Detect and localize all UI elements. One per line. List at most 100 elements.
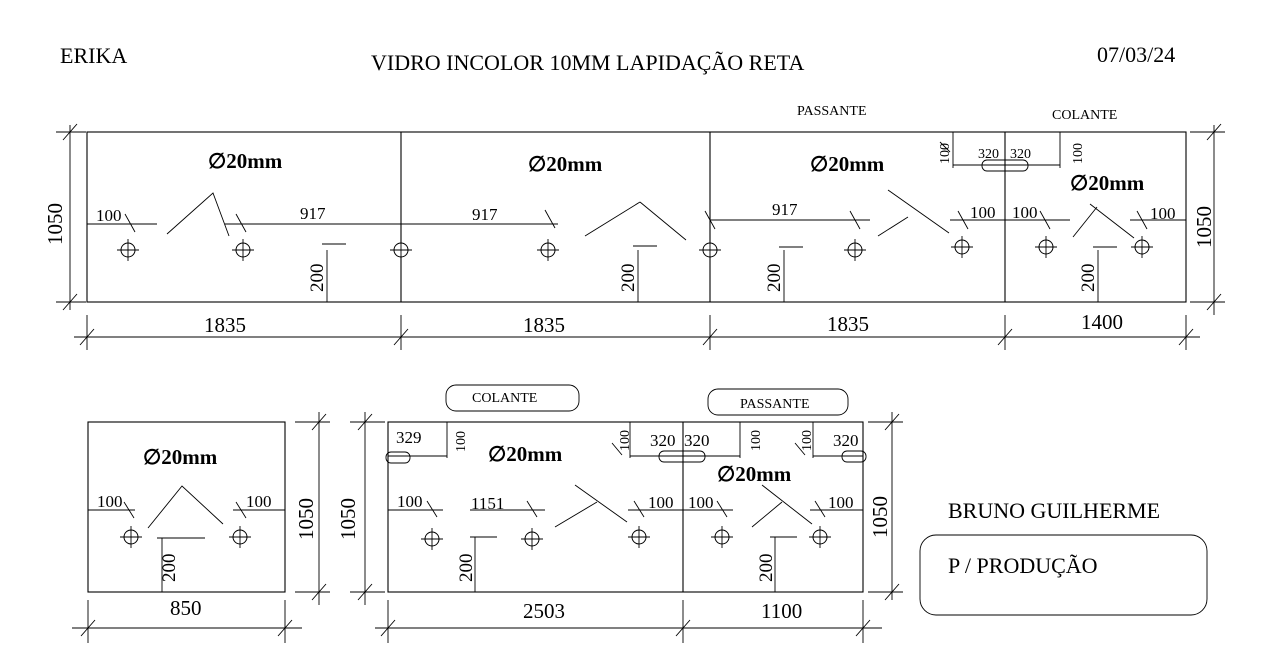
author-name: BRUNO GUILHERME bbox=[948, 498, 1160, 523]
bottom-left-width-dimension bbox=[72, 600, 302, 643]
dim-hinge-offset: 320 bbox=[684, 431, 710, 450]
dim-hinge-depth: 100 bbox=[1071, 143, 1086, 164]
hole-marker bbox=[628, 526, 650, 548]
top-holes bbox=[117, 236, 1153, 261]
dim-panel-width: 1835 bbox=[827, 312, 869, 336]
bottom-right-panel-outline bbox=[387, 421, 864, 593]
dim-hinge-depth: 100 bbox=[938, 143, 953, 164]
dim-hole-spacing: 917 bbox=[300, 204, 326, 223]
bottom-right-panel-row bbox=[387, 421, 864, 593]
hole-diameter-label: ∅20mm bbox=[488, 442, 563, 466]
dim-hole-spacing: 917 bbox=[772, 200, 798, 219]
tag-passante: PASSANTE bbox=[797, 104, 867, 119]
bottom-right-width-dimension bbox=[375, 600, 882, 643]
purpose-label: P / PRODUÇÃO bbox=[948, 553, 1098, 578]
client-name: ERIKA bbox=[60, 43, 127, 68]
dim-edge-to-hole: 100 bbox=[246, 492, 272, 511]
tag-colante-box bbox=[445, 384, 580, 412]
hole-marker bbox=[229, 526, 251, 548]
dim-hole-height: 200 bbox=[456, 554, 477, 583]
top-width-dimension bbox=[74, 315, 1200, 350]
top-height-dimension-right bbox=[1190, 123, 1225, 315]
bottom-left-height-dimension bbox=[295, 412, 330, 605]
dim-edge-to-hole: 100 bbox=[96, 206, 122, 225]
dim-panel-height: 1050 bbox=[336, 498, 360, 540]
dim-hinge-offset: 320 bbox=[833, 431, 859, 450]
bottom-right-height-dimension-left bbox=[350, 412, 385, 605]
dim-edge-to-hole: 100 bbox=[688, 493, 714, 512]
dim-hole-spacing: 1151 bbox=[471, 494, 504, 513]
top-vertical-hole-dims bbox=[322, 243, 1117, 302]
dim-hole-height: 200 bbox=[618, 264, 639, 293]
purpose-box bbox=[919, 534, 1208, 616]
bottom-left-panel bbox=[87, 421, 286, 593]
dim-panel-width: 1835 bbox=[523, 313, 565, 337]
dim-edge-to-hole: 100 bbox=[1150, 204, 1176, 223]
tag-passante: PASSANTE bbox=[740, 397, 810, 412]
hole-marker bbox=[844, 239, 866, 261]
tag-colante: COLANTE bbox=[472, 391, 537, 406]
hole-diameter-label: ∅20mm bbox=[717, 462, 792, 486]
hole-marker bbox=[120, 526, 142, 548]
dim-edge-to-hole: 100 bbox=[648, 493, 674, 512]
hole-marker bbox=[537, 239, 559, 261]
drawing-date: 07/03/24 bbox=[1097, 42, 1175, 67]
dim-hinge-offset: 320 bbox=[650, 431, 676, 450]
hole-marker bbox=[699, 239, 721, 261]
top-diameter-leaders bbox=[166, 189, 1135, 241]
dim-hinge-depth: 100 bbox=[618, 430, 633, 451]
bottom-hole-dimension-lines bbox=[388, 484, 863, 592]
hole-diameter-label: ∅20mm bbox=[528, 152, 603, 176]
bottom-right-height-dimension-right bbox=[868, 412, 903, 601]
hole-diameter-label: ∅20mm bbox=[1070, 171, 1145, 195]
hole-marker bbox=[809, 526, 831, 548]
tag-passante-box bbox=[707, 388, 849, 416]
top-panel-outline bbox=[86, 131, 1187, 303]
hole-marker bbox=[711, 526, 733, 548]
hole-diameter-label: ∅20mm bbox=[810, 152, 885, 176]
top-hinge-cutout bbox=[939, 132, 1061, 172]
bottom-left-panel-outline bbox=[87, 421, 286, 593]
dim-hole-height: 200 bbox=[159, 554, 180, 583]
dim-edge-to-hole: 100 bbox=[1012, 203, 1038, 222]
dim-hinge-depth: 100 bbox=[454, 431, 469, 452]
hole-marker bbox=[390, 239, 412, 261]
dim-hinge-depth: 100 bbox=[800, 430, 815, 451]
dim-hole-height: 200 bbox=[764, 264, 785, 293]
hole-diameter-label: ∅20mm bbox=[208, 149, 283, 173]
drawing-title: VIDRO INCOLOR 10MM LAPIDAÇÃO RETA bbox=[371, 50, 804, 75]
dim-hole-spacing: 917 bbox=[472, 205, 498, 224]
dim-panel-width: 2503 bbox=[523, 599, 565, 623]
top-hole-dimension-lines bbox=[87, 209, 1186, 233]
hole-marker bbox=[1035, 236, 1057, 258]
dim-edge-to-hole: 100 bbox=[97, 492, 123, 511]
dim-edge-to-hole: 100 bbox=[970, 203, 996, 222]
dim-panel-width: 1400 bbox=[1081, 310, 1123, 334]
dim-hinge-offset: 329 bbox=[396, 428, 422, 447]
hole-marker bbox=[521, 528, 543, 550]
dim-edge-to-hole: 100 bbox=[397, 492, 423, 511]
dim-hole-height: 200 bbox=[1078, 264, 1099, 293]
dim-panel-height: 1050 bbox=[1192, 206, 1216, 248]
dim-panel-width: 1835 bbox=[204, 313, 246, 337]
dim-panel-height: 1050 bbox=[294, 498, 318, 540]
dim-edge-to-hole: 100 bbox=[828, 493, 854, 512]
hole-marker bbox=[951, 236, 973, 258]
dim-hole-height: 200 bbox=[756, 554, 777, 583]
tag-colante: COLANTE bbox=[1052, 108, 1117, 123]
hole-marker bbox=[421, 528, 443, 550]
dim-panel-width: 850 bbox=[170, 596, 202, 620]
dim-hinge-depth: 100 bbox=[749, 430, 764, 451]
hole-marker bbox=[232, 239, 254, 261]
dim-hinge-offset: 320 bbox=[978, 147, 999, 162]
bottom-hinge-cutouts bbox=[385, 422, 867, 464]
dim-panel-height: 1050 bbox=[43, 203, 67, 245]
dim-hole-height: 200 bbox=[307, 264, 328, 293]
hole-marker bbox=[1131, 236, 1153, 258]
dim-panel-height: 1050 bbox=[868, 496, 892, 538]
top-height-dimension-left bbox=[56, 123, 86, 311]
top-glass-panel-row bbox=[86, 131, 1187, 303]
hole-diameter-label: ∅20mm bbox=[143, 445, 218, 469]
dim-panel-width: 1100 bbox=[761, 599, 802, 623]
